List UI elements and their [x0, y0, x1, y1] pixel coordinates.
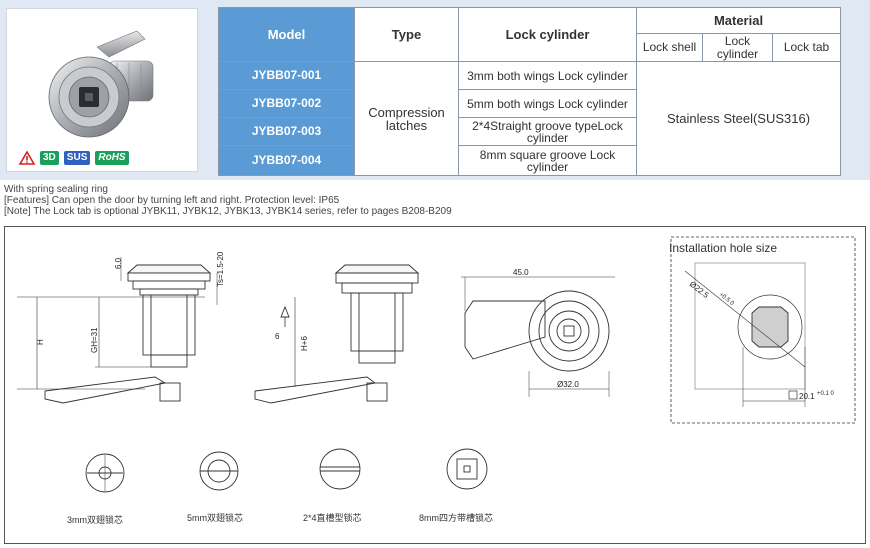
- install-sq-label: 20.1: [799, 392, 815, 401]
- lock-tab-header: Lock tab: [771, 33, 842, 62]
- model-header: Model: [218, 7, 355, 62]
- notes-block: With spring sealing ring [Features] Can …: [4, 184, 452, 217]
- lock-core-5mm: [199, 451, 239, 491]
- spec-table: Model Type Lock cylinder Material Lock s…: [218, 7, 842, 176]
- lock-cylinder-header: Lock cylinder: [458, 7, 637, 62]
- product-photo: [48, 30, 154, 138]
- installation-hole: [670, 236, 856, 424]
- dim-45-label: 45.0: [513, 268, 529, 277]
- note-line: [Features] Can open the door by turning …: [4, 195, 340, 206]
- cylinder-cell: 2*4Straight groove typeLock cylinder: [458, 117, 637, 146]
- dim-h-label: H: [36, 339, 45, 345]
- material-header: Material: [635, 7, 842, 34]
- note-line: With spring sealing ring: [4, 184, 108, 195]
- cylinder-cell: 8mm square groove Lock cylinder: [458, 145, 637, 176]
- lock-core-8mm: [446, 448, 488, 490]
- note-line: [Note] The Lock tab is optional JYBK11, …: [4, 206, 452, 217]
- dim-32-label: Ø32.0: [557, 380, 579, 389]
- side-view-2: [254, 264, 420, 404]
- model-cell: JYBB07-001: [218, 61, 355, 90]
- type-cell: Compression latches: [354, 61, 459, 176]
- product-image-panel: 3D SUS RoHS: [6, 8, 198, 172]
- core-label-3mm: 3mm双翅锁芯: [67, 514, 123, 525]
- dim-gh-label: GH=31: [90, 327, 99, 353]
- warning-icon: [19, 151, 35, 165]
- technical-drawing: 6.0 Ts=1.5-20 H GH=31 6 H+6 45.0 Ø32.0 Ø…: [4, 226, 866, 544]
- type-header: Type: [354, 7, 459, 62]
- cylinder-cell: 5mm both wings Lock cylinder: [458, 89, 637, 118]
- cylinder-cell: 3mm both wings Lock cylinder: [458, 61, 637, 90]
- 3d-badge: 3D: [40, 151, 59, 165]
- side-view-1: [17, 257, 218, 404]
- model-cell: JYBB07-003: [218, 117, 355, 146]
- front-view: [461, 276, 615, 397]
- dim-ts-label: Ts=1.5-20: [216, 251, 225, 287]
- dim-h6-label: H+6: [300, 336, 309, 351]
- lock-core-3mm: [85, 453, 125, 493]
- rohs-badge: RoHS: [95, 151, 129, 165]
- lock-shell-header: Lock shell: [636, 33, 703, 62]
- core-label-2x4: 2*4直槽型锁芯: [303, 512, 362, 523]
- model-cell: JYBB07-004: [218, 145, 355, 176]
- model-cell: JYBB07-002: [218, 89, 355, 118]
- material-cell: Stainless Steel(SUS316): [635, 61, 842, 176]
- dim-six-label: 6: [275, 332, 280, 341]
- core-label-8mm: 8mm四方带槽锁芯: [419, 512, 493, 523]
- drawing-canvas: 6.0 Ts=1.5-20 H GH=31 6 H+6 45.0 Ø32.0 Ø…: [17, 236, 856, 525]
- dim-6-label: 6.0: [114, 257, 123, 269]
- installation-title: Installation hole size: [669, 241, 778, 255]
- lock-core-2x4: [319, 448, 361, 490]
- install-sq-tol: +0.1 0: [817, 391, 835, 397]
- sus-badge: SUS: [63, 151, 91, 165]
- core-label-5mm: 5mm双翅锁芯: [187, 512, 243, 523]
- lock-cylinder-sub-header: Lock cylinder: [702, 33, 773, 62]
